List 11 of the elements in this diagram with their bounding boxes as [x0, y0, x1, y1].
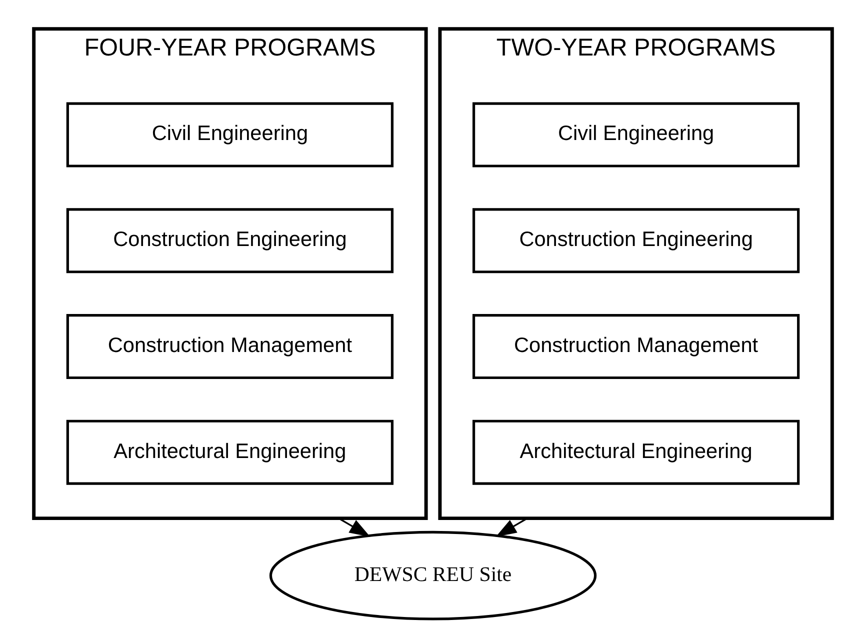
node-box: Architectural Engineering — [66, 420, 394, 485]
node-box: Civil Engineering — [472, 102, 800, 168]
node-ellipse: DEWSC REU Site — [268, 530, 596, 620]
node-box: Civil Engineering — [66, 102, 394, 168]
node-box: Architectural Engineering — [472, 420, 800, 485]
arrow — [495, 518, 528, 537]
node-box: Construction Management — [472, 314, 800, 380]
arrow — [338, 518, 370, 537]
node-box: Construction Management — [66, 314, 394, 380]
node-box: Construction Engineering — [472, 208, 800, 274]
node-box: Construction Engineering — [66, 208, 394, 274]
